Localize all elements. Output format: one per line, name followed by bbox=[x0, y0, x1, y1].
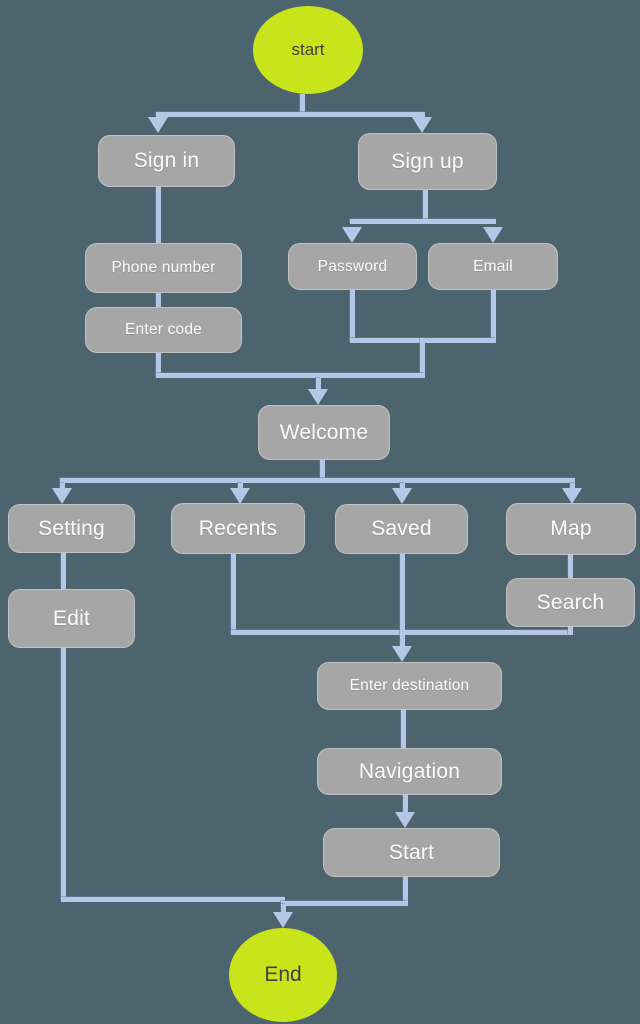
node-saved: Saved bbox=[335, 504, 468, 554]
arrowhead-saved bbox=[392, 488, 412, 504]
node-phone-number-label: Phone number bbox=[111, 259, 216, 276]
connector-signup-stem bbox=[423, 190, 428, 223]
connector-setting-stem bbox=[60, 483, 65, 490]
node-email: Email bbox=[428, 243, 558, 290]
connector-phone-entercode bbox=[156, 293, 161, 307]
connector-saved-stem bbox=[400, 483, 405, 490]
connector-start-left bbox=[281, 901, 408, 906]
connector-signin-phone bbox=[156, 187, 161, 243]
connector-map-search bbox=[568, 555, 573, 578]
connector-welcome-stem bbox=[316, 378, 321, 391]
node-search-label: Search bbox=[536, 590, 605, 614]
connector-map-stem bbox=[570, 483, 575, 490]
arrowhead-email bbox=[483, 227, 503, 243]
node-end: End bbox=[229, 928, 337, 1022]
node-end-label: End bbox=[264, 963, 302, 986]
connector-start-stem bbox=[300, 94, 305, 115]
node-map-label: Map bbox=[550, 517, 592, 540]
connector-merge-drop bbox=[420, 338, 425, 378]
connector-recents-stem bbox=[238, 483, 243, 490]
node-email-label: Email bbox=[473, 257, 513, 275]
arrowhead-setting bbox=[52, 488, 72, 504]
connector-distribution-bar bbox=[60, 478, 575, 483]
connector-password-down bbox=[350, 290, 355, 343]
node-start-label: start bbox=[291, 40, 325, 59]
connector-signup-bar bbox=[350, 219, 496, 224]
node-start-action-label: Start bbox=[388, 840, 435, 864]
connector-dest-navigation bbox=[401, 710, 406, 748]
node-sign-up: Sign up bbox=[358, 133, 497, 190]
connector-merge-bar-welcome bbox=[156, 373, 425, 378]
node-enter-destination-label: Enter destination bbox=[349, 677, 470, 694]
connector-end-stem bbox=[281, 904, 286, 913]
connector-edit-down bbox=[61, 648, 66, 900]
node-recents: Recents bbox=[171, 503, 305, 554]
connector-start-down bbox=[403, 877, 408, 904]
connector-navigation-stem bbox=[403, 795, 408, 814]
connector-setting-edit bbox=[61, 553, 66, 589]
node-setting: Setting bbox=[8, 504, 135, 553]
node-enter-code: Enter code bbox=[85, 307, 242, 353]
arrowhead-end bbox=[273, 912, 293, 928]
arrowhead-password bbox=[342, 227, 362, 243]
connector-entercode-down bbox=[156, 353, 161, 378]
node-setting-label: Setting bbox=[38, 516, 105, 540]
node-saved-label: Saved bbox=[371, 517, 432, 540]
node-search: Search bbox=[506, 578, 635, 627]
arrowhead-enter-destination bbox=[392, 646, 412, 662]
arrowhead-map bbox=[562, 488, 582, 504]
connector-welcome-down bbox=[320, 460, 325, 483]
node-phone-number: Phone number bbox=[85, 243, 242, 293]
node-password: Password bbox=[288, 243, 417, 290]
arrowhead-sign-up bbox=[412, 117, 432, 133]
node-sign-in-label: Sign in bbox=[133, 149, 200, 172]
node-map: Map bbox=[506, 503, 636, 555]
arrowhead-welcome bbox=[308, 389, 328, 405]
arrowhead-sign-in bbox=[148, 117, 168, 133]
node-sign-in: Sign in bbox=[98, 135, 235, 187]
connector-search-down bbox=[568, 627, 573, 635]
node-sign-up-label: Sign up bbox=[391, 149, 464, 173]
node-enter-code-label: Enter code bbox=[125, 321, 202, 338]
arrowhead-recents bbox=[230, 488, 250, 504]
connector-recents-down bbox=[231, 554, 236, 633]
node-start-action: Start bbox=[323, 828, 500, 877]
node-navigation: Navigation bbox=[317, 748, 502, 795]
node-password-label: Password bbox=[317, 257, 388, 275]
arrowhead-start-action bbox=[395, 812, 415, 828]
node-welcome-label: Welcome bbox=[279, 420, 369, 444]
node-edit: Edit bbox=[8, 589, 135, 648]
node-navigation-label: Navigation bbox=[358, 759, 461, 783]
node-enter-destination: Enter destination bbox=[317, 662, 502, 710]
connector-email-down bbox=[491, 290, 496, 343]
node-start: start bbox=[253, 6, 363, 94]
connector-saved-down bbox=[400, 554, 405, 647]
connector-edit-right bbox=[61, 897, 285, 902]
connector-top-bar bbox=[156, 112, 425, 117]
node-welcome: Welcome bbox=[258, 405, 390, 460]
node-recents-label: Recents bbox=[198, 516, 278, 540]
node-edit-label: Edit bbox=[53, 606, 90, 630]
